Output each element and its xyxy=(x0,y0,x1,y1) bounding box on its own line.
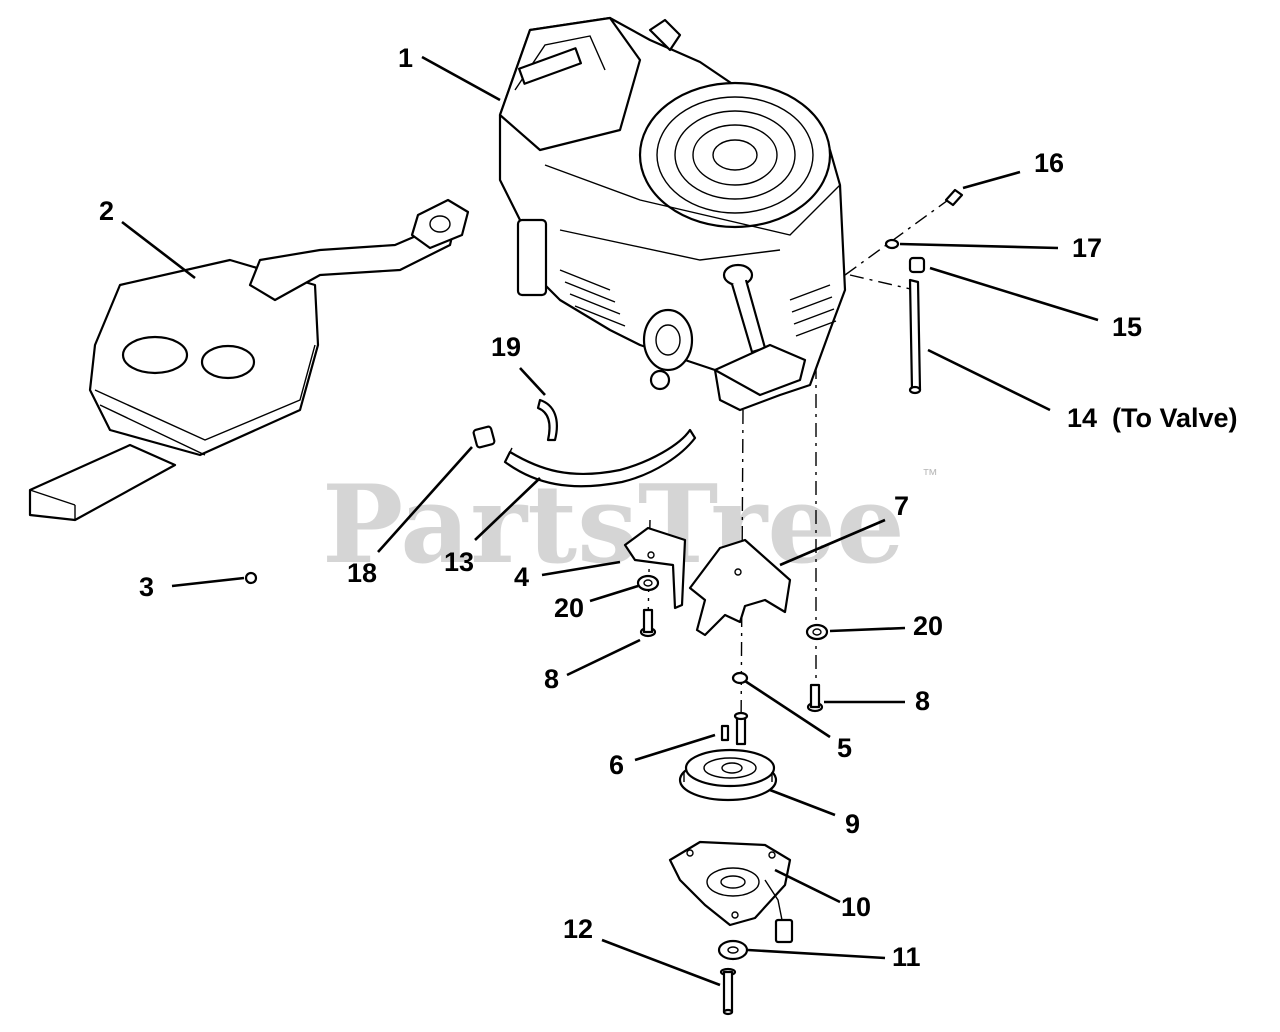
leader-4 xyxy=(541,560,621,577)
callout-12: 12 xyxy=(563,914,593,944)
callout-13: 13 xyxy=(444,547,474,577)
crank-bolt xyxy=(733,711,749,746)
pulley xyxy=(678,748,778,802)
right-bracket xyxy=(688,538,792,637)
callout-11: 11 xyxy=(892,942,921,972)
left-bracket xyxy=(623,526,687,610)
callout-8b: 8 xyxy=(915,686,930,716)
hose xyxy=(503,428,697,488)
callout-6: 6 xyxy=(609,750,624,780)
callout-14-note: (To Valve) xyxy=(1112,403,1238,433)
leader-lines xyxy=(121,55,1099,987)
tube xyxy=(908,278,922,395)
spacer xyxy=(717,939,749,961)
watermark-trademark: ™ xyxy=(922,467,938,484)
leader-8a xyxy=(566,638,641,677)
leader-3 xyxy=(171,576,245,588)
small-washer xyxy=(884,238,900,250)
callout-10: 10 xyxy=(841,892,871,922)
callout-4: 4 xyxy=(514,562,529,592)
washers xyxy=(636,574,829,641)
callout-2: 2 xyxy=(99,196,114,226)
leader-12 xyxy=(601,938,721,987)
clutch xyxy=(668,840,794,944)
callout-3: 3 xyxy=(139,572,154,602)
callout-19: 19 xyxy=(491,332,521,362)
engine xyxy=(498,16,847,412)
nut xyxy=(244,571,258,585)
callout-20a: 20 xyxy=(554,593,584,623)
callout-18: 18 xyxy=(347,558,377,588)
leader-19 xyxy=(519,367,546,396)
leader-9 xyxy=(769,788,836,817)
callout-8a: 8 xyxy=(544,664,559,694)
muffler xyxy=(28,198,470,522)
leader-15 xyxy=(929,266,1099,322)
bolts xyxy=(639,608,824,713)
left-mount-axis-line xyxy=(647,519,651,626)
leader-16 xyxy=(962,170,1021,190)
leader-1 xyxy=(421,55,501,102)
tube-axis-line xyxy=(849,274,916,291)
leader-5 xyxy=(744,679,831,739)
callout-7: 7 xyxy=(894,491,909,521)
leader-20b xyxy=(829,626,906,633)
callout-1: 1 xyxy=(398,43,413,73)
callout-20b: 20 xyxy=(913,611,943,641)
leader-20a xyxy=(589,584,639,603)
fitting xyxy=(472,425,496,449)
dipstick-axis-line xyxy=(844,194,956,276)
key xyxy=(720,724,730,742)
callout-17: 17 xyxy=(1072,233,1102,263)
clamp xyxy=(536,398,558,442)
lock-washer xyxy=(731,671,749,685)
leader-13 xyxy=(474,477,541,541)
tube-cap xyxy=(908,256,926,274)
leader-11 xyxy=(747,948,886,960)
callout-14: 14 xyxy=(1067,403,1097,433)
leader-10 xyxy=(774,868,841,904)
screw xyxy=(944,188,964,207)
leader-2 xyxy=(121,220,196,280)
callout-15: 15 xyxy=(1112,312,1142,342)
callouts: 1 2 3 4 5 6 7 8 8 9 10 11 12 13 14 (To V… xyxy=(99,43,1238,972)
leader-18 xyxy=(377,446,473,553)
callout-5: 5 xyxy=(837,733,852,763)
clutch-bolt xyxy=(719,967,737,1016)
leader-6 xyxy=(634,733,716,762)
callout-16: 16 xyxy=(1034,148,1064,178)
leader-17 xyxy=(899,242,1059,250)
leader-14 xyxy=(927,348,1051,412)
callout-9: 9 xyxy=(845,809,860,839)
leader-7 xyxy=(779,518,886,567)
